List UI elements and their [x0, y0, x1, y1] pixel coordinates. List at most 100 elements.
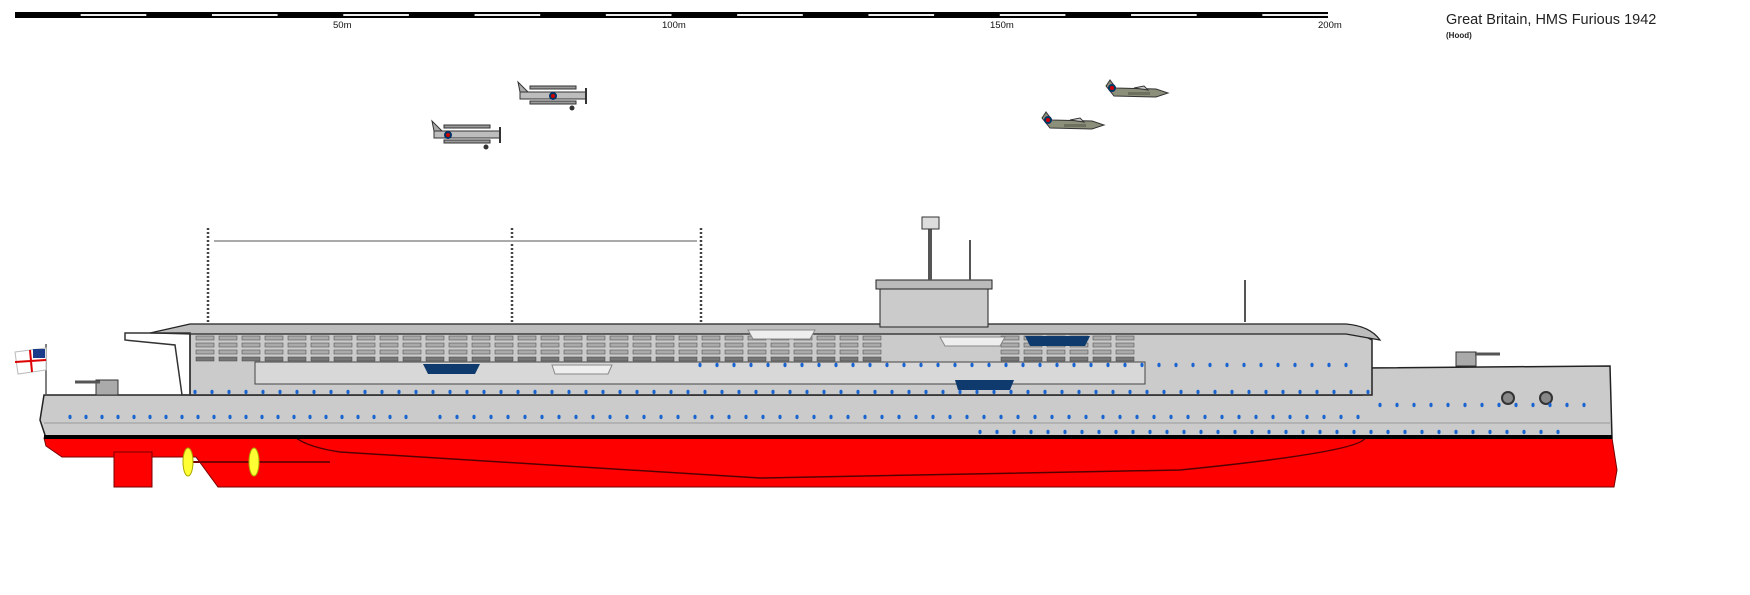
hangar-window — [356, 342, 376, 348]
porthole — [851, 362, 855, 368]
hangar-window — [747, 356, 767, 362]
porthole — [244, 414, 248, 420]
hangar-window — [218, 342, 238, 348]
porthole — [914, 414, 918, 420]
porthole — [686, 389, 690, 395]
hangar-window — [333, 335, 353, 341]
hangar-window — [701, 342, 721, 348]
hangar-window — [609, 335, 629, 341]
porthole — [715, 362, 719, 368]
porthole — [1046, 429, 1050, 435]
porthole — [1497, 402, 1501, 408]
hangar-window — [517, 356, 537, 362]
hangar-window — [425, 349, 445, 355]
porthole — [618, 389, 622, 395]
boot-topping — [44, 435, 1612, 439]
porthole — [839, 389, 843, 395]
porthole — [1077, 389, 1081, 395]
porthole — [1237, 414, 1241, 420]
porthole — [1101, 414, 1105, 420]
hangar-window — [563, 349, 583, 355]
porthole — [902, 362, 906, 368]
hangar-window — [1092, 335, 1112, 341]
hangar-window — [586, 335, 606, 341]
hangar-window — [356, 335, 376, 341]
porthole — [1315, 389, 1319, 395]
porthole — [1145, 389, 1149, 395]
porthole — [1208, 362, 1212, 368]
porthole — [1267, 429, 1271, 435]
porthole — [1386, 429, 1390, 435]
porthole — [1332, 389, 1336, 395]
hangar-window — [701, 349, 721, 355]
hangar-window — [586, 356, 606, 362]
hangar-window — [494, 356, 514, 362]
porthole — [210, 389, 214, 395]
hangar-window — [632, 335, 652, 341]
porthole — [1140, 362, 1144, 368]
porthole — [936, 362, 940, 368]
hangar-window — [218, 335, 238, 341]
porthole — [1305, 414, 1309, 420]
porthole — [868, 362, 872, 368]
porthole — [1060, 389, 1064, 395]
porthole — [1009, 389, 1013, 395]
hangar-window — [655, 335, 675, 341]
porthole — [975, 389, 979, 395]
porthole — [1199, 429, 1203, 435]
hangar-window — [632, 342, 652, 348]
porthole — [1335, 429, 1339, 435]
porthole — [193, 389, 197, 395]
porthole — [1301, 429, 1305, 435]
porthole — [1118, 414, 1122, 420]
porthole — [608, 414, 612, 420]
hangar-window — [632, 349, 652, 355]
anchor-icon — [1539, 391, 1553, 405]
porthole — [482, 389, 486, 395]
porthole — [1128, 389, 1132, 395]
hangar-window — [655, 349, 675, 355]
porthole — [1055, 362, 1059, 368]
porthole — [295, 389, 299, 395]
hangar-window — [1000, 342, 1020, 348]
porthole — [164, 414, 168, 420]
porthole — [1352, 429, 1356, 435]
porthole — [1067, 414, 1071, 420]
scale-label-200: 200m — [1318, 20, 1342, 31]
porthole — [148, 414, 152, 420]
porthole — [329, 389, 333, 395]
porthole — [1446, 402, 1450, 408]
mast-top — [921, 216, 940, 230]
rudder — [113, 451, 153, 488]
hangar-window — [494, 349, 514, 355]
porthole — [1349, 389, 1353, 395]
aircraft-biplane — [431, 119, 501, 150]
hangar-window — [724, 356, 744, 362]
porthole — [1182, 429, 1186, 435]
hangar-window — [356, 349, 376, 355]
porthole — [1356, 414, 1360, 420]
hangar-window — [724, 342, 744, 348]
hangar-window — [816, 349, 836, 355]
porthole — [292, 414, 296, 420]
porthole — [1080, 429, 1084, 435]
porthole — [1157, 362, 1161, 368]
porthole — [557, 414, 561, 420]
scale-bar-segment — [80, 14, 147, 16]
porthole — [465, 389, 469, 395]
porthole — [506, 414, 510, 420]
porthole — [1213, 389, 1217, 395]
porthole — [1310, 362, 1314, 368]
underwater-hull — [43, 437, 1618, 488]
porthole — [907, 389, 911, 395]
porthole — [1288, 414, 1292, 420]
hangar-window — [379, 342, 399, 348]
porthole — [1072, 362, 1076, 368]
porthole — [978, 429, 982, 435]
porthole — [1339, 414, 1343, 420]
hangar-window — [1115, 342, 1135, 348]
porthole — [523, 414, 527, 420]
hangar-window — [287, 349, 307, 355]
hangar-window — [379, 349, 399, 355]
porthole — [276, 414, 280, 420]
